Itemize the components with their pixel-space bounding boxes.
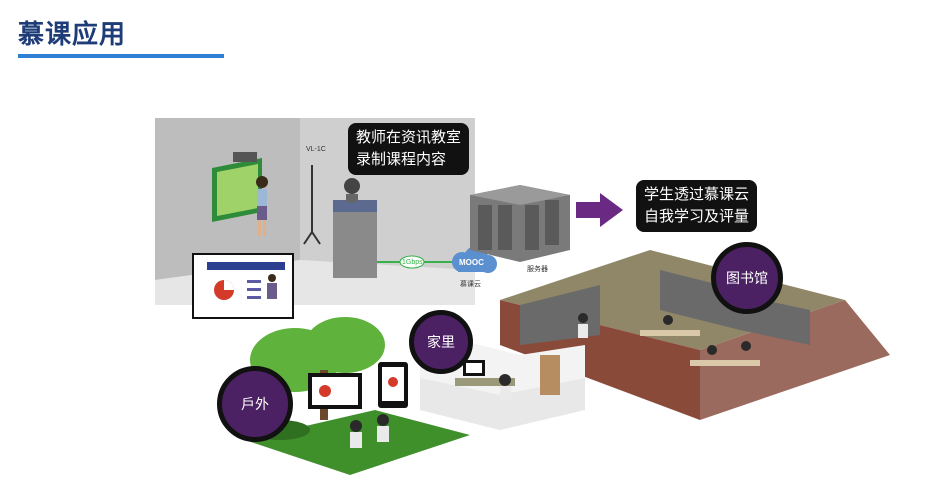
home-label: 家里 <box>409 310 473 374</box>
server-label: 服务器 <box>527 266 548 273</box>
mooc-logo: MOOC <box>459 258 484 267</box>
teacher-bubble-line-1: 教师在资讯教室 <box>356 129 462 146</box>
page-title: 慕课应用 <box>18 19 127 49</box>
teacher-bubble: 教师在资讯教室 录制课程内容 <box>348 123 470 175</box>
library-scene <box>500 250 890 420</box>
camera-label: VL-1C <box>306 146 326 153</box>
title-underline <box>18 54 224 58</box>
outdoor-scene <box>245 317 470 475</box>
cloud-bubble-line-1: 学生透过慕课云 <box>644 186 750 203</box>
teacher-bubble-line-2: 录制课程内容 <box>356 151 447 168</box>
library-label: 图书馆 <box>711 242 783 314</box>
network-label: 1Gbps <box>402 259 423 266</box>
cloud-bubble: 学生透过慕课云 自我学习及评量 <box>636 180 758 232</box>
outdoor-label: 戶外 <box>217 366 293 442</box>
mooc-cloud-label: 慕课云 <box>460 281 481 288</box>
server-rack <box>470 185 570 262</box>
cloud-bubble-line-2: 自我学习及评量 <box>644 208 750 225</box>
arrow-icon <box>576 193 623 227</box>
lecture-screen-inset <box>192 253 294 319</box>
